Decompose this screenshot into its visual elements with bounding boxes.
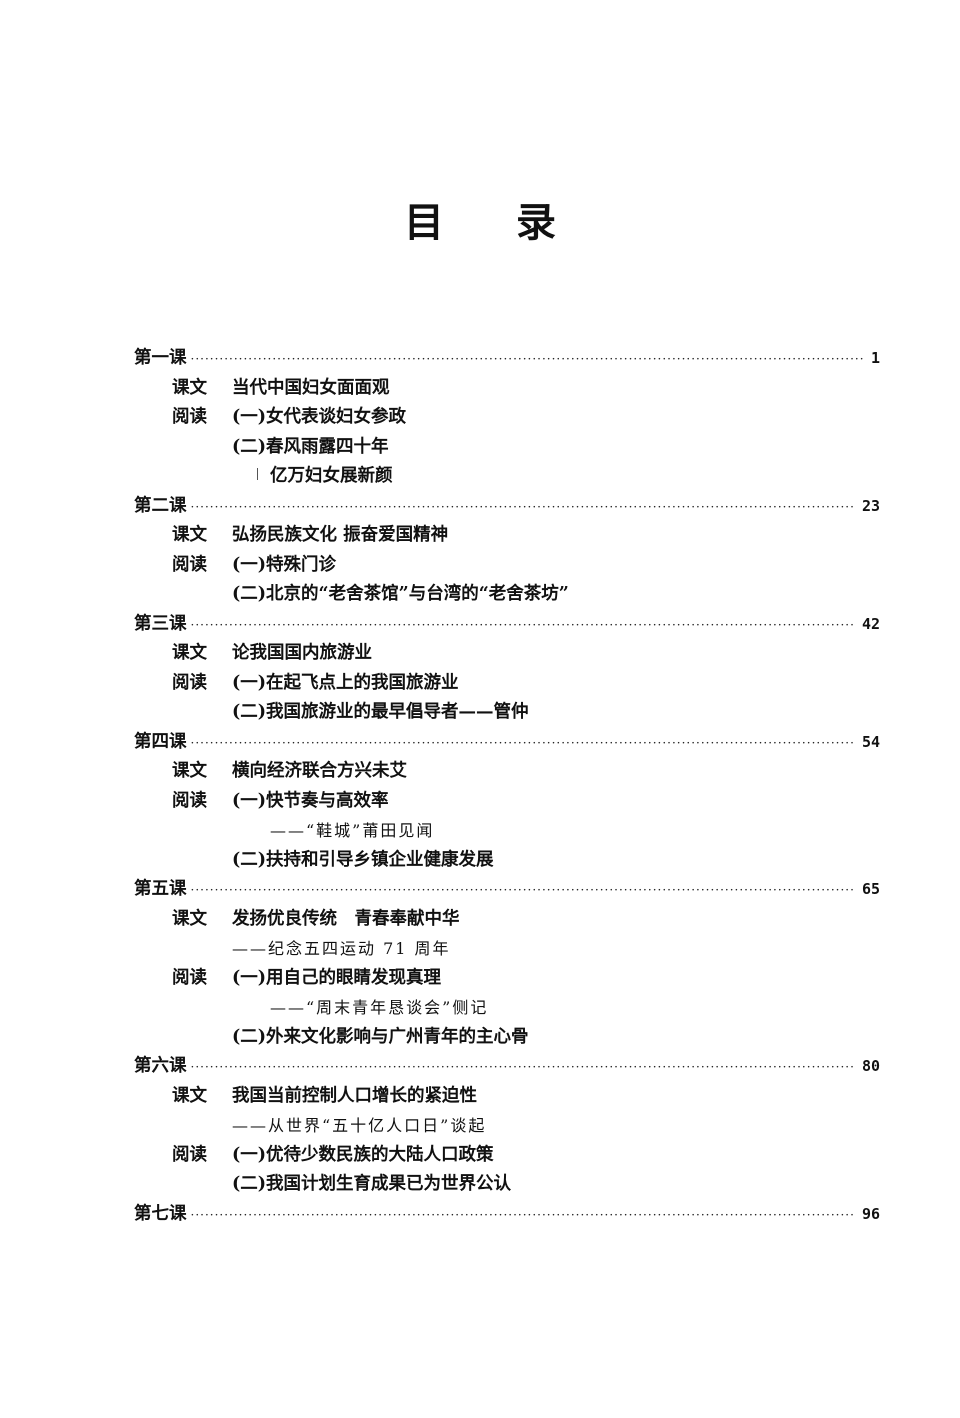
entry-title: 当代中国妇女面面观 bbox=[232, 377, 390, 398]
toc-entry[interactable]: 阅读 (一)女代表谈妇女参政 bbox=[134, 403, 880, 433]
entry-title: (一)特殊门诊 bbox=[232, 554, 337, 575]
entry-subtitle: ——“鞋城”莆田见闻 bbox=[270, 821, 435, 840]
lesson-label: 第一课 bbox=[134, 348, 187, 368]
dot-leader bbox=[191, 1201, 856, 1231]
entry-kind: 阅读 bbox=[172, 790, 207, 811]
toc-lesson-3[interactable]: 第三课 42 bbox=[134, 610, 880, 640]
title-char-1: 目 bbox=[404, 200, 444, 246]
toc-entry[interactable]: 阅读 (一)用自己的眼睛发现真理 bbox=[134, 964, 880, 994]
toc-lesson-7[interactable]: 第七课 96 bbox=[134, 1200, 880, 1230]
lesson-label: 第六课 bbox=[134, 1056, 187, 1076]
entry-title: 横向经济联合方兴未艾 bbox=[232, 761, 407, 781]
entry-kind: 课文 bbox=[172, 1085, 207, 1106]
toc-entry[interactable]: (二)我国旅游业的最早倡导者——管仲 bbox=[134, 698, 880, 728]
entry-kind: 阅读 bbox=[172, 672, 207, 693]
toc-entry-subtitle[interactable]: ——“鞋城”莆田见闻 bbox=[134, 816, 880, 846]
toc-entry-subtitle[interactable]: ——从世界“五十亿人口日”谈起 bbox=[134, 1111, 880, 1141]
entry-title: (一)女代表谈妇女参政 bbox=[232, 407, 407, 427]
entry-kind: 课文 bbox=[172, 643, 207, 663]
page-number: 23 bbox=[861, 496, 880, 515]
entry-kind: 课文 bbox=[172, 377, 207, 398]
scan-mark bbox=[257, 468, 258, 480]
page-title: 目录 bbox=[0, 198, 960, 248]
entry-title: (二)扶持和引导乡镇企业健康发展 bbox=[232, 849, 494, 870]
toc-entry[interactable]: 阅读 (一)特殊门诊 bbox=[134, 551, 880, 581]
entry-kind: 阅读 bbox=[172, 1144, 207, 1165]
page-number: 96 bbox=[861, 1204, 880, 1223]
toc-entry[interactable]: 课文 我国当前控制人口增长的紧迫性 bbox=[134, 1082, 880, 1112]
page-number: 42 bbox=[861, 614, 880, 633]
toc-entry[interactable]: 课文 论我国国内旅游业 bbox=[134, 639, 880, 669]
entry-title: 发扬优良传统 青春奉献中华 bbox=[232, 908, 460, 929]
toc-entry[interactable]: 阅读 (一)优待少数民族的大陆人口政策 bbox=[134, 1141, 880, 1171]
entry-title: (一)优待少数民族的大陆人口政策 bbox=[232, 1144, 494, 1165]
toc-entry[interactable]: 阅读 (一)在起飞点上的我国旅游业 bbox=[134, 669, 880, 699]
entry-kind: 课文 bbox=[172, 908, 207, 929]
toc-entry[interactable]: (二)扶持和引导乡镇企业健康发展 bbox=[134, 846, 880, 876]
page-number: 80 bbox=[861, 1057, 880, 1075]
title-char-2: 录 bbox=[516, 200, 556, 246]
entry-kind: 阅读 bbox=[172, 407, 207, 427]
toc-lesson-1[interactable]: 第一课 1 bbox=[134, 344, 880, 374]
lesson-label: 第五课 bbox=[134, 879, 187, 899]
lesson-label: 第七课 bbox=[134, 1203, 187, 1224]
toc-entry[interactable]: 课文 横向经济联合方兴未艾 bbox=[134, 757, 880, 787]
dot-leader bbox=[191, 493, 856, 523]
page-number: 1 bbox=[870, 349, 880, 367]
lesson-label: 第二课 bbox=[134, 495, 187, 516]
dot-leader bbox=[191, 729, 856, 759]
toc-lesson-2[interactable]: 第二课 23 bbox=[134, 492, 880, 522]
toc-lesson-4[interactable]: 第四课 54 bbox=[134, 728, 880, 758]
toc-entry[interactable]: (二)春风雨露四十年 bbox=[134, 433, 880, 463]
dot-leader bbox=[191, 611, 856, 641]
toc-entry[interactable]: (二)北京的“老舍茶馆”与台湾的“老舍茶坊” bbox=[134, 580, 880, 610]
entry-subtitle: ——纪念五四运动 71 周年 bbox=[232, 939, 451, 958]
toc-lesson-6[interactable]: 第六课 80 bbox=[134, 1052, 880, 1082]
dot-leader bbox=[191, 1053, 856, 1083]
page-number: 54 bbox=[861, 732, 880, 751]
toc-lesson-5[interactable]: 第五课 65 bbox=[134, 875, 880, 905]
entry-kind: 阅读 bbox=[172, 554, 207, 575]
toc-entry-subtitle[interactable]: ——纪念五四运动 71 周年 bbox=[134, 934, 880, 964]
entry-title: (一)在起飞点上的我国旅游业 bbox=[232, 672, 459, 693]
entry-title: (一)快节奏与高效率 bbox=[232, 790, 389, 811]
table-of-contents: 第一课 1 课文 当代中国妇女面面观 阅读 (一)女代表谈妇女参政 (二)春风雨露四… bbox=[134, 344, 880, 1229]
entry-title: (一)用自己的眼睛发现真理 bbox=[232, 967, 442, 988]
dot-leader bbox=[191, 345, 865, 375]
entry-kind: 课文 bbox=[172, 525, 207, 545]
entry-title: (二)我国旅游业的最早倡导者——管仲 bbox=[232, 702, 529, 722]
entry-title: (二)春风雨露四十年 bbox=[232, 436, 389, 457]
entry-kind: 阅读 bbox=[172, 967, 207, 988]
toc-entry[interactable]: (二)外来文化影响与广州青年的主心骨 bbox=[134, 1023, 880, 1053]
entry-kind: 课文 bbox=[172, 761, 207, 781]
toc-entry[interactable]: 亿万妇女展新颜 bbox=[134, 462, 880, 492]
toc-entry[interactable]: 课文 发扬优良传统 青春奉献中华 bbox=[134, 905, 880, 935]
entry-title: (二)外来文化影响与广州青年的主心骨 bbox=[232, 1026, 529, 1047]
entry-subtitle: ——从世界“五十亿人口日”谈起 bbox=[232, 1116, 487, 1135]
page-number: 65 bbox=[861, 880, 880, 898]
entry-title: 论我国国内旅游业 bbox=[232, 643, 372, 663]
entry-title: 亿万妇女展新颜 bbox=[270, 466, 393, 486]
entry-title: 弘扬民族文化 振奋爱国精神 bbox=[232, 525, 449, 545]
entry-subtitle: ——“周末青年恳谈会”侧记 bbox=[270, 998, 489, 1017]
entry-title: 我国当前控制人口增长的紧迫性 bbox=[232, 1085, 477, 1106]
toc-entry[interactable]: 课文 弘扬民族文化 振奋爱国精神 bbox=[134, 521, 880, 551]
dot-leader bbox=[191, 876, 856, 906]
toc-entry[interactable]: 阅读 (一)快节奏与高效率 bbox=[134, 787, 880, 817]
entry-title: (二)我国计划生育成果已为世界公认 bbox=[232, 1174, 512, 1194]
lesson-label: 第四课 bbox=[134, 731, 187, 752]
toc-entry[interactable]: 课文 当代中国妇女面面观 bbox=[134, 374, 880, 404]
toc-entry[interactable]: (二)我国计划生育成果已为世界公认 bbox=[134, 1170, 880, 1200]
toc-entry-subtitle[interactable]: ——“周末青年恳谈会”侧记 bbox=[134, 993, 880, 1023]
entry-title: (二)北京的“老舍茶馆”与台湾的“老舍茶坊” bbox=[232, 584, 569, 604]
lesson-label: 第三课 bbox=[134, 613, 187, 634]
